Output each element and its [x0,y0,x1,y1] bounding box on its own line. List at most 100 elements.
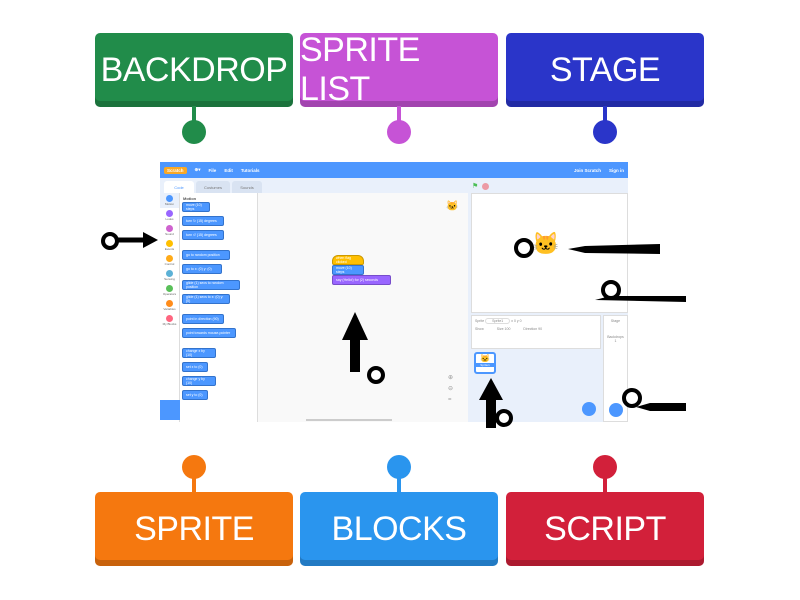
label-backdrop[interactable]: BACKDROP [95,33,293,107]
x-label: x [511,319,513,323]
sprite-thumbnail: 🐱 Sprite1 [474,352,496,374]
extension-button [160,400,180,420]
sprite-thumb-label: Sprite1 [476,363,494,367]
category-dot [166,225,173,232]
palette-block: set y to (0) [182,390,208,400]
x-field: 0 [513,319,516,323]
palette-block: turn ↻ (15) degrees [182,216,224,226]
join-scratch: Join Scratch [573,167,601,173]
category-sensing: Sensing [160,268,179,283]
show-label: Show [475,327,484,331]
label-stage[interactable]: STAGE [506,33,704,107]
palette-block: point towards mouse-pointer [182,328,236,338]
cat-sprite: 🐱 [532,231,560,256]
category-dot [166,285,173,292]
category-dot [166,300,173,307]
green-flag-icon: ⚑ [472,183,479,190]
arrow-script-area [342,312,385,384]
category-my-blocks: My Blocks [160,313,179,328]
label-script[interactable]: SCRIPT [506,492,704,566]
arrow-left-categories [101,232,158,250]
arrow-backdrop [622,388,686,411]
category-label: Events [164,247,175,251]
stage-selector: Stage Backdrops 1 [603,315,628,422]
script-area: when flag clicked move (10) steps say (H… [258,193,468,422]
pin-dot [387,455,411,479]
category-control: Control [160,253,179,268]
y-label: y [516,319,519,323]
pin-dot [182,120,206,144]
pin-dot [182,455,206,479]
globe-icon: ⊕▾ [194,167,201,172]
category-sound: Sound [160,223,179,238]
pin-stem [192,476,196,494]
pin-stem [192,106,196,124]
sprite-name-field: Sprite1 [485,318,511,324]
palette-block: turn ↺ (15) degrees [182,230,224,240]
zoom-controls: ⊕⊖= [448,375,454,403]
pin-dot [387,120,411,144]
stop-icon [482,183,489,190]
pin-stem [397,476,401,494]
script-block-move: move (10) steps [332,265,364,275]
direction-field: 90 [538,327,543,331]
script-block-say: say (Hello!) for (2) seconds [332,275,391,285]
menu-bar: Scratch ⊕▾ File Edit Tutorials Join Scra… [160,162,628,178]
category-looks: Looks [160,208,179,223]
category-variables: Variables [160,298,179,313]
tab-code: Code [164,181,194,193]
category-label: Operators [162,292,177,296]
category-operators: Operators [160,283,179,298]
tab-sounds: Sounds [232,181,262,193]
palette-block: set x to (0) [182,362,208,372]
label-sprite[interactable]: SPRITE [95,492,293,566]
category-label: Sound [165,232,174,236]
category-dot [166,270,173,277]
category-label: Sensing [164,277,175,281]
scratch-screenshot: Scratch ⊕▾ File Edit Tutorials Join Scra… [160,162,628,422]
pin-dot [593,455,617,479]
y-field: 0 [519,319,522,323]
arrow-stage-sprite [514,238,660,258]
palette-block: go to x: (0) y: (0) [182,264,222,274]
category-dot [166,315,173,322]
arrow-stage [595,280,686,302]
palette-block: go to random position [182,250,230,260]
menu-edit: Edit [224,167,233,173]
menu-tutorials: Tutorials [240,167,260,173]
size-field: 100 [504,327,511,331]
category-label: Variables [163,307,176,311]
category-label: Motion [164,202,174,206]
palette-block: glide (1) secs to random position [182,280,240,290]
palette-title: Motion [183,196,197,201]
sprite-pane: Sprite Sprite1 x 0 y 0 Show Size 100 Dir… [471,315,601,422]
sprite-label: Sprite [475,319,485,323]
stage-title: Stage [610,319,621,323]
palette-block: change y by (10) [182,376,216,386]
backdrops-label: Backdrops [607,335,624,339]
script-block-hat: when flag clicked [332,255,364,265]
menu-file: File [208,167,217,173]
size-label: Size [496,327,504,331]
pin-stem [603,106,607,124]
category-label: Looks [165,217,174,221]
add-backdrop-button [609,403,623,417]
category-label: My Blocks [162,322,177,326]
palette-block: change x by (10) [182,348,216,358]
pin-stem [603,476,607,494]
backdrops-count: 1 [614,339,617,343]
scratch-logo: Scratch [164,166,187,174]
pin-stem [397,106,401,124]
arrow-sprite-list [479,378,513,428]
sign-in: Sign in [609,167,624,173]
category-dot [166,255,173,262]
category-label: Control [164,262,175,266]
sprite-watermark-icon: 🐱 [446,201,459,212]
label-blocks[interactable]: BLOCKS [300,492,498,566]
category-dot [166,210,173,217]
label-sprite-list[interactable]: SPRITE LIST [300,31,498,108]
category-events: Events [160,238,179,253]
direction-label: Direction [523,327,538,331]
